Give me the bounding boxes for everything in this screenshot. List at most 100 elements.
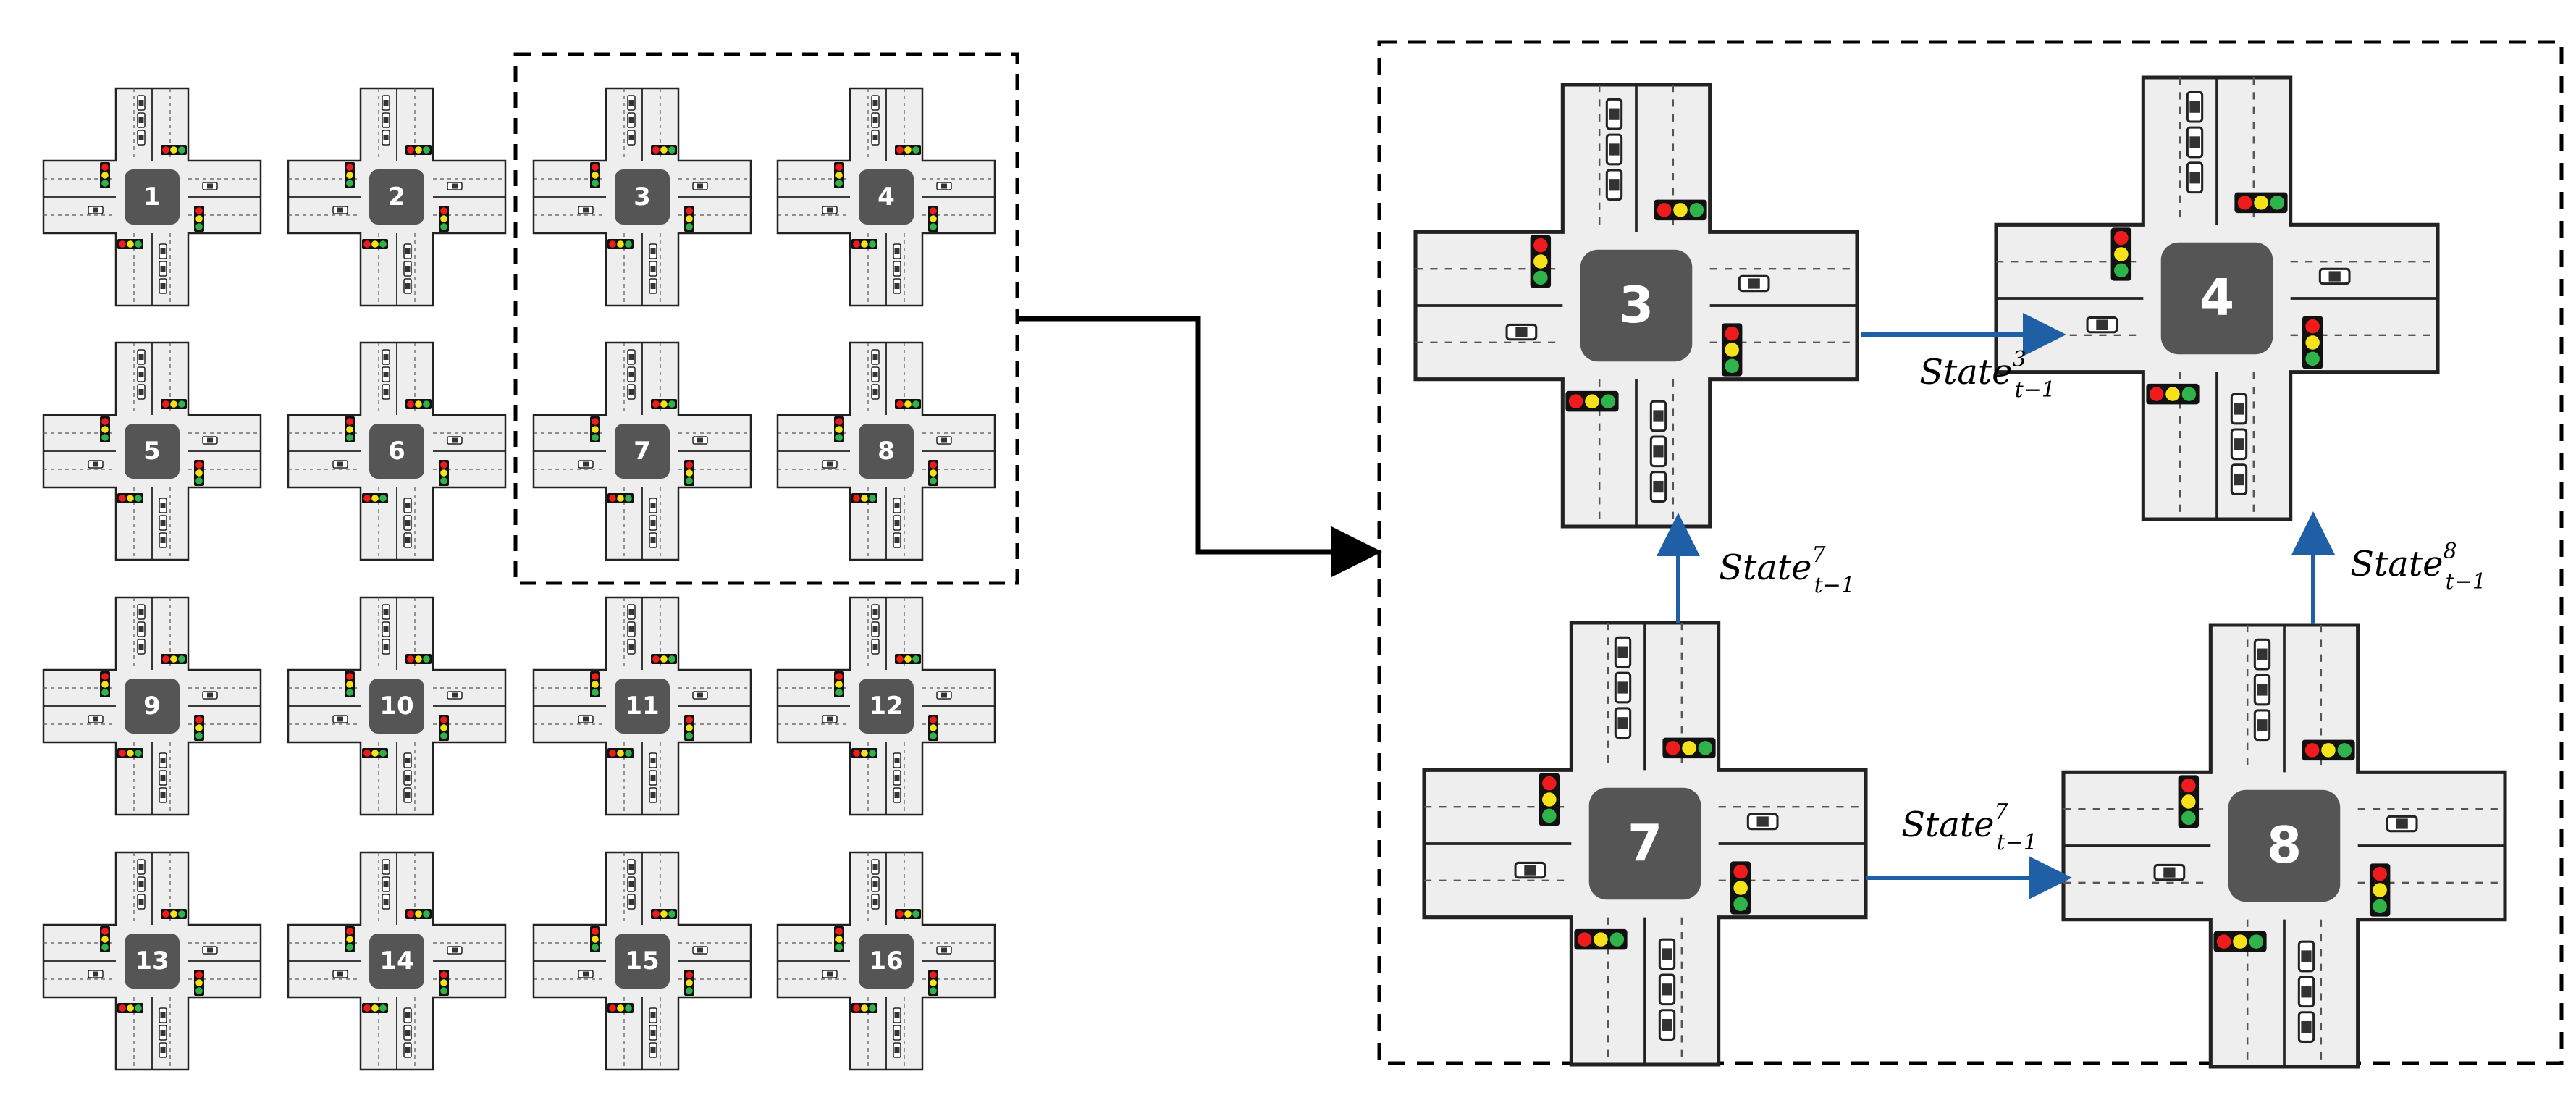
car-icon xyxy=(2297,1011,2315,1043)
car-icon xyxy=(403,278,412,294)
car-icon xyxy=(893,1042,901,1058)
car-icon xyxy=(627,639,636,655)
car-icon xyxy=(692,182,708,190)
car-icon xyxy=(893,515,901,531)
car-icon xyxy=(936,691,952,700)
car-icon xyxy=(159,278,167,294)
car-icon xyxy=(893,1025,901,1041)
intersection-number: 7 xyxy=(1628,815,1662,873)
car-icon xyxy=(578,970,594,978)
traffic-light-icon xyxy=(100,162,110,188)
traffic-light-icon xyxy=(895,399,921,409)
traffic-light-icon xyxy=(405,909,432,919)
traffic-light-icon xyxy=(895,654,921,664)
car-icon xyxy=(936,182,952,190)
car-icon xyxy=(822,460,838,469)
traffic-light-icon xyxy=(161,909,187,919)
intersection: 7 xyxy=(1422,621,1868,1067)
car-icon xyxy=(649,752,657,768)
car-icon xyxy=(627,349,636,365)
car-icon xyxy=(871,366,880,382)
car-icon xyxy=(382,95,390,111)
intersection: 9 xyxy=(42,596,262,816)
car-icon xyxy=(159,1025,167,1041)
car-icon xyxy=(447,182,463,190)
car-icon xyxy=(2318,267,2351,285)
car-icon xyxy=(1514,861,1546,879)
car-icon xyxy=(893,770,901,786)
traffic-light-icon xyxy=(194,206,204,232)
car-icon xyxy=(2186,161,2204,194)
car-icon xyxy=(137,639,146,655)
traffic-light-icon xyxy=(1539,773,1560,826)
car-icon xyxy=(382,349,390,365)
car-icon xyxy=(1614,671,1632,704)
traffic-light-icon xyxy=(590,671,600,697)
intersection-number: 10 xyxy=(379,692,413,721)
traffic-light-icon xyxy=(651,909,677,919)
state-label-sub: t−1 xyxy=(2446,569,2486,595)
intersection-number: 11 xyxy=(625,692,659,721)
intersection: 4 xyxy=(1994,75,2440,521)
car-icon xyxy=(2230,463,2248,495)
car-icon xyxy=(332,715,348,723)
state-label-base: State xyxy=(1719,547,1811,588)
state-label-base: State xyxy=(1901,805,1994,845)
intersection: 8 xyxy=(2061,623,2507,1069)
traffic-light-icon xyxy=(607,1003,634,1013)
car-icon xyxy=(382,366,390,382)
car-icon xyxy=(2186,126,2204,159)
intersection: 12 xyxy=(776,596,996,816)
traffic-light-icon xyxy=(345,671,355,697)
car-icon xyxy=(1505,323,1538,341)
intersection-number: 16 xyxy=(869,947,903,976)
car-icon xyxy=(382,384,390,400)
car-icon xyxy=(1658,1009,1676,1041)
intersection: 7 xyxy=(532,341,752,561)
car-icon xyxy=(2186,91,2204,123)
traffic-light-icon xyxy=(590,162,600,188)
car-icon xyxy=(871,95,880,111)
car-icon xyxy=(137,95,146,111)
car-icon xyxy=(159,515,167,531)
traffic-light-icon xyxy=(194,715,204,741)
traffic-light-icon xyxy=(928,970,938,996)
car-icon xyxy=(1605,133,1623,166)
traffic-light-icon xyxy=(2302,739,2355,761)
traffic-light-icon xyxy=(2146,383,2200,405)
car-icon xyxy=(159,770,167,786)
car-icon xyxy=(578,206,594,214)
car-icon xyxy=(578,460,594,469)
car-icon xyxy=(332,970,348,978)
car-icon xyxy=(403,498,412,513)
traffic-light-icon xyxy=(362,493,388,503)
intersection-number: 12 xyxy=(869,692,903,721)
car-icon xyxy=(403,1042,412,1058)
intersection-number: 9 xyxy=(143,692,161,721)
state-label-sup: 3 xyxy=(2013,347,2026,372)
car-icon xyxy=(1738,274,1770,293)
car-icon xyxy=(2086,316,2118,334)
traffic-light-icon xyxy=(439,715,449,741)
traffic-light-icon xyxy=(2213,931,2267,952)
car-icon xyxy=(649,1025,657,1041)
intersection: 3 xyxy=(532,87,752,307)
car-icon xyxy=(88,460,104,469)
intersection-number: 4 xyxy=(2200,269,2234,327)
traffic-light-icon xyxy=(2302,316,2323,369)
traffic-light-icon xyxy=(1662,737,1716,759)
intersection: 10 xyxy=(287,596,507,816)
car-icon xyxy=(627,112,636,128)
intersection-number: 15 xyxy=(625,947,659,976)
traffic-light-icon xyxy=(117,239,143,249)
intersection-number: 13 xyxy=(135,947,169,976)
car-icon xyxy=(1658,938,1676,970)
intersection: 16 xyxy=(776,851,996,1071)
intersection: 1 xyxy=(42,87,262,307)
zoomed-intersections: 3 4 7 8 xyxy=(1413,75,2507,1069)
car-icon xyxy=(627,366,636,382)
traffic-light-icon xyxy=(1730,861,1751,915)
traffic-light-icon xyxy=(684,970,694,996)
